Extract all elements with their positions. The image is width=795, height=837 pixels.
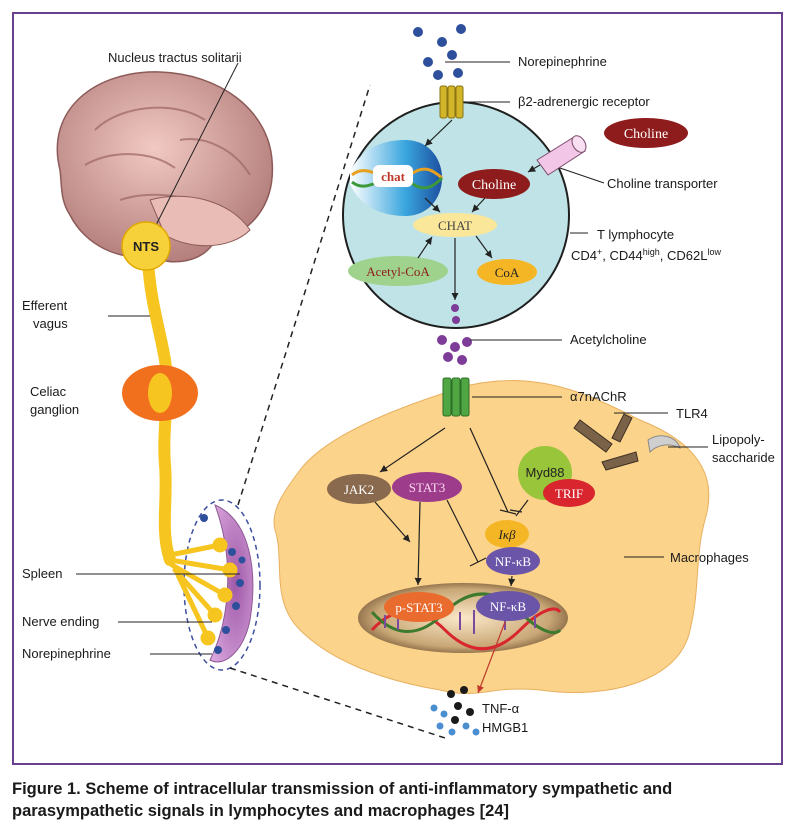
- chat-enzyme-node: [413, 213, 497, 237]
- acetyl-coa-node: [348, 256, 448, 286]
- macrophage-arrows: [374, 427, 529, 587]
- choline-transporter-leader: [559, 167, 605, 184]
- t-cell-arrows: [417, 119, 541, 300]
- tlr4-label: TLR4: [676, 406, 708, 421]
- dna-strand-2: [370, 592, 562, 635]
- ikb-node: [485, 520, 529, 548]
- nfkb-bottom-label: NF-κB: [490, 599, 526, 614]
- a7nachr-label: α7nAChR: [570, 389, 627, 404]
- choline-transporter-label: Choline transporter: [607, 176, 718, 191]
- acetylcholine-label: Acetylcholine: [570, 332, 647, 347]
- tnf-label: TNF-α: [482, 701, 520, 716]
- nts-node: [121, 221, 171, 271]
- nfkb-top-label: NF-κB: [495, 554, 531, 569]
- acetylcholine-dots: [437, 304, 472, 365]
- cytokine-dots: [430, 686, 480, 736]
- celiac-label-1: Celiac: [30, 384, 67, 399]
- efferent-label-2: vagus: [33, 316, 68, 331]
- choline-inside-node: [458, 169, 530, 199]
- norepinephrine-left-label: Norepinephrine: [22, 646, 111, 661]
- figure-frame: [12, 12, 783, 765]
- stat3-label: STAT3: [409, 480, 446, 495]
- nfkb-output-arrow: [477, 621, 506, 694]
- tlr4-receptor: [573, 413, 639, 471]
- chat-enzyme-label: CHAT: [438, 218, 472, 233]
- celiac-label-2: ganglion: [30, 402, 79, 417]
- trif-label: TRIF: [555, 486, 583, 501]
- nts-badge: NTS: [133, 239, 159, 254]
- nerve-endings: [167, 537, 238, 646]
- figure-caption: Figure 1. Scheme of intracellular transm…: [12, 780, 673, 820]
- chat-gene-badge: [373, 165, 413, 187]
- a7nachr-receptor: [442, 377, 470, 417]
- spleen-label: Spleen: [22, 566, 62, 581]
- lps-label-2: saccharide: [712, 450, 775, 465]
- chat-gene-label: chat: [381, 169, 406, 184]
- lps-label-1: Lipopoly-: [712, 432, 765, 447]
- jak2-label: JAK2: [344, 482, 374, 497]
- b2-adrenergic-receptor: [439, 85, 464, 119]
- nts-leader-line: [151, 62, 239, 234]
- choline-inside-label: Choline: [472, 178, 516, 193]
- choline-outside-label: Choline: [624, 127, 668, 142]
- choline-outside-node: [604, 118, 688, 148]
- coa-node: [477, 259, 537, 285]
- macrophages-label: Macrophages: [670, 550, 749, 565]
- celiac-ganglion-core: [148, 373, 172, 413]
- efferent-label-1: Efferent: [22, 298, 68, 313]
- pstat3-label: p-STAT3: [395, 600, 442, 615]
- norepinephrine-top-label: Norepinephrine: [518, 54, 607, 69]
- myd88-label: Myd88: [525, 465, 564, 480]
- hmgb1-label: HMGB1: [482, 720, 528, 735]
- t-lymphocyte-markers: CD4+, CD44high, CD62Llow: [571, 247, 721, 263]
- pstat3-node: [384, 592, 454, 622]
- norepinephrine-dots-top: [413, 24, 466, 80]
- b2-receptor-label: β2-adrenergic receptor: [518, 94, 650, 109]
- t-lymphocyte-label: T lymphocyte: [597, 227, 674, 242]
- acetyl-coa-label: Acetyl-CoA: [366, 264, 430, 279]
- lipopolysaccharide-shape: [647, 435, 681, 454]
- zoom-line-top: [237, 84, 371, 506]
- diagram-canvas: Nucleus tractus solitarii NTS Efferent v…: [22, 24, 775, 739]
- stat3-node: [392, 472, 462, 502]
- nts-title: Nucleus tractus solitarii: [108, 50, 242, 65]
- coa-label: CoA: [495, 265, 520, 280]
- zoom-line-bottom: [229, 667, 446, 739]
- norepinephrine-dots-spleen: [200, 514, 246, 654]
- brain: [56, 71, 274, 263]
- spleen: [183, 499, 261, 671]
- ikb-label: Iκβ: [497, 527, 516, 542]
- trif-node: [543, 479, 595, 507]
- nfkb-top-node: [486, 547, 540, 575]
- nfkb-bottom-node: [476, 591, 540, 621]
- nerve-ending-label: Nerve ending: [22, 614, 99, 629]
- jak2-node: [327, 474, 391, 504]
- choline-transporter: [536, 135, 587, 176]
